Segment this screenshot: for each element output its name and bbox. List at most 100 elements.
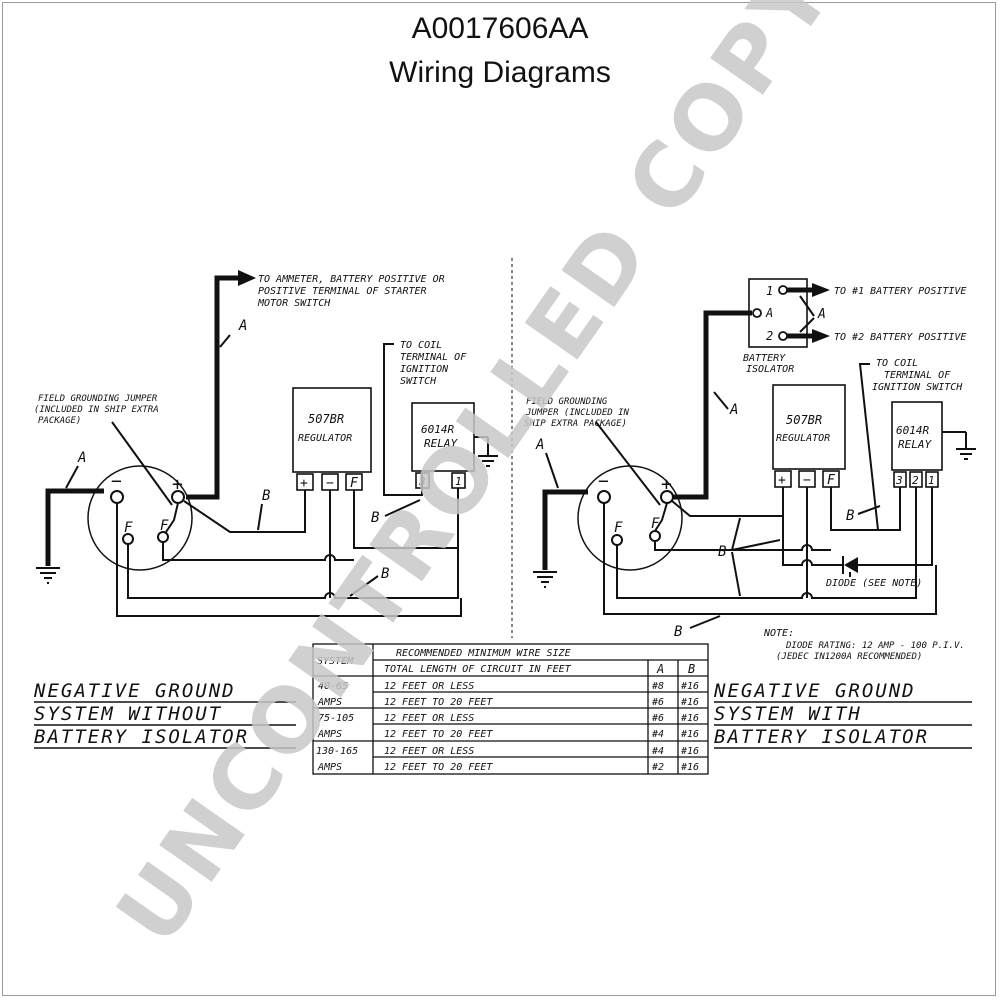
right-alt-label-f2: F bbox=[651, 516, 660, 532]
left-wire-a-leader-bottom bbox=[65, 465, 79, 489]
table-cell-system: AMPS bbox=[317, 762, 342, 773]
right-alt-label-neg: − bbox=[598, 471, 609, 492]
right-relay bbox=[891, 401, 943, 471]
left-alt-label-pos: + bbox=[172, 474, 183, 495]
wire-table-col-b: B bbox=[688, 662, 695, 676]
right-caption-line-1: NEGATIVE GROUND bbox=[713, 680, 916, 702]
left-jumper-note-3: PACKAGE) bbox=[38, 416, 81, 426]
right-reg-label-pos: + bbox=[778, 473, 786, 488]
table-cell-length: 12 FEET OR LESS bbox=[384, 746, 474, 757]
right-battery1-note: TO #1 BATTERY POSITIVE bbox=[834, 286, 966, 297]
right-ground-symbol bbox=[533, 571, 557, 588]
right-wire-ground-loop bbox=[603, 503, 937, 615]
table-cell-system: AMPS bbox=[317, 697, 342, 708]
left-ground-symbol bbox=[36, 567, 60, 584]
table-row: 40-65 12 FEET OR LESS #8 #16 bbox=[318, 681, 699, 692]
right-wire-b-label-3: B bbox=[846, 508, 854, 524]
left-wire-b-pos bbox=[183, 490, 306, 533]
uncontrolled-copy-watermark: UNCONTROLLED COPY bbox=[97, 0, 854, 962]
left-wire-a-label-bottom: A bbox=[77, 450, 86, 466]
table-cell-system: 75-105 bbox=[318, 713, 354, 724]
right-isolator-label-2: ISOLATOR bbox=[746, 364, 794, 375]
left-wire-b-label-2: B bbox=[371, 510, 379, 526]
right-isolator-terminal-2 bbox=[778, 331, 788, 341]
left-wire-a-label-top: A bbox=[238, 318, 247, 334]
right-regulator bbox=[772, 384, 846, 470]
right-arrow-battery2 bbox=[812, 329, 830, 343]
left-wire-a-positive bbox=[186, 275, 240, 500]
right-wire-a-ground bbox=[542, 489, 588, 570]
table-cell-length: 12 FEET TO 20 FEET bbox=[384, 729, 493, 740]
left-wire-coil bbox=[383, 343, 423, 496]
left-wire-b-leader-2 bbox=[384, 499, 421, 517]
right-reg-label-neg: − bbox=[803, 473, 811, 488]
right-caption-line-2: SYSTEM WITH bbox=[714, 703, 862, 725]
right-note-heading: NOTE: bbox=[763, 628, 794, 639]
left-relay bbox=[411, 402, 475, 472]
right-alt-label-f1: F bbox=[614, 520, 623, 536]
table-cell-b: #16 bbox=[680, 697, 699, 708]
left-reg-label-neg: − bbox=[326, 476, 334, 491]
left-ammeter-note-2: POSITIVE TERMINAL OF STARTER bbox=[258, 286, 427, 297]
right-field-jumper bbox=[654, 502, 668, 532]
table-row: AMPS 12 FEET TO 20 FEET #4 #16 bbox=[317, 729, 699, 740]
left-alt-terminal-neg bbox=[110, 490, 124, 504]
right-alt-terminal-f1 bbox=[611, 534, 623, 546]
table-cell-b: #16 bbox=[680, 713, 699, 724]
left-relay-label-1: 1 bbox=[455, 475, 462, 488]
right-wire-diode-relay bbox=[858, 487, 933, 566]
left-regulator bbox=[292, 387, 372, 473]
right-wire-a-leader-isolator-1 bbox=[799, 295, 815, 317]
right-coil-note-3: IGNITION SWITCH bbox=[872, 382, 963, 393]
left-jumper-note-2: (INCLUDED IN SHIP EXTRA bbox=[34, 405, 159, 415]
left-coil-note-2: TERMINAL OF bbox=[400, 352, 467, 363]
left-regulator-label: REGULATOR bbox=[298, 433, 352, 444]
right-jumper-note-3: SHIP EXTRA PACKAGE) bbox=[524, 419, 627, 429]
left-alt-label-neg: − bbox=[111, 471, 122, 492]
table-cell-length: 12 FEET OR LESS bbox=[384, 681, 474, 692]
table-cell-b: #16 bbox=[680, 746, 699, 757]
right-wire-b-leader-1 bbox=[731, 517, 741, 551]
table-cell-a: #6 bbox=[651, 697, 664, 708]
right-wire-diode-path bbox=[782, 516, 844, 566]
left-ammeter-note-3: MOTOR SWITCH bbox=[257, 298, 331, 309]
right-wire-b-mid bbox=[654, 541, 831, 551]
right-battery2-note: TO #2 BATTERY POSITIVE bbox=[834, 332, 966, 343]
table-cell-system: AMPS bbox=[317, 729, 342, 740]
left-relay-model: 6014R bbox=[421, 423, 454, 436]
right-wire-a-positive bbox=[667, 310, 752, 500]
right-alt-terminal-f2 bbox=[649, 530, 661, 542]
wire-table-length-header: TOTAL LENGTH OF CIRCUIT IN FEET bbox=[384, 664, 572, 675]
left-wire-a-ground bbox=[45, 488, 104, 566]
right-isolator-terminal-a-label: A bbox=[765, 306, 773, 320]
left-wire-b-label-3: B bbox=[381, 566, 389, 582]
table-cell-length: 12 FEET TO 20 FEET bbox=[384, 762, 493, 773]
left-wire-b-mid bbox=[162, 542, 354, 561]
right-note-line-2: (JEDEC IN1200A RECOMMENDED) bbox=[776, 652, 922, 662]
left-caption-line-3: BATTERY ISOLATOR bbox=[34, 726, 249, 748]
right-caption: NEGATIVE GROUND SYSTEM WITH BATTERY ISOL… bbox=[713, 680, 972, 749]
table-cell-b: #16 bbox=[680, 762, 699, 773]
right-caption-line-3: BATTERY ISOLATOR bbox=[714, 726, 929, 748]
left-reg-label-pos: + bbox=[300, 476, 308, 491]
right-wire-b-leader-5 bbox=[857, 505, 881, 515]
left-wire-field-loop bbox=[127, 544, 459, 599]
left-jumper-leader bbox=[111, 421, 173, 506]
right-alt-label-pos: + bbox=[661, 474, 672, 495]
right-jumper-note-1: FIELD GROUNDING bbox=[526, 397, 608, 407]
right-alt-terminal-neg bbox=[597, 490, 611, 504]
right-coil-note-2: TERMINAL OF bbox=[884, 370, 951, 381]
table-cell-a: #6 bbox=[651, 713, 664, 724]
left-coil-note-1: TO COIL bbox=[400, 340, 442, 351]
left-wire-b-f bbox=[353, 488, 459, 549]
left-coil-note-3: IGNITION bbox=[400, 364, 449, 375]
table-row: 130-165 12 FEET OR LESS #4 #16 bbox=[316, 746, 699, 757]
left-reg-label-f: F bbox=[350, 476, 359, 491]
right-wire-b-pos bbox=[671, 487, 784, 517]
right-diagram: 1 A 2 BATTERY ISOLATOR TO #1 BATTERY POS… bbox=[524, 278, 976, 662]
wire-table-grid bbox=[312, 643, 709, 775]
right-note-line-1: DIODE RATING: 12 AMP - 100 P.I.V. bbox=[785, 641, 965, 651]
right-reg-label-f: F bbox=[827, 473, 836, 488]
left-caption: NEGATIVE GROUND SYSTEM WITHOUT BATTERY I… bbox=[33, 680, 296, 749]
left-wire-b-leader-1 bbox=[257, 503, 263, 531]
